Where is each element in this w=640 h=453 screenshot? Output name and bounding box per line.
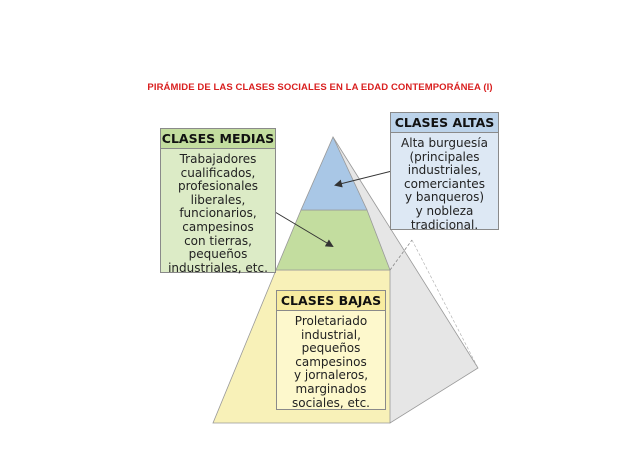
- box-bajas-header: CLASES BAJAS: [277, 291, 385, 311]
- box-bajas-body: Proletariado industrial, pequeños campes…: [277, 311, 385, 410]
- arrow-altas: [334, 170, 393, 188]
- medias-line: pequeños: [188, 247, 248, 262]
- box-medias-body: Trabajadores cualificados, profesionales…: [161, 149, 275, 275]
- diagram-title: PIRÁMIDE DE LAS CLASES SOCIALES EN LA ED…: [147, 82, 493, 93]
- altas-line: (principales: [409, 149, 480, 164]
- medias-line: liberales,: [190, 192, 246, 207]
- bajas-line: y jornaleros,: [293, 368, 369, 383]
- bajas-line: sociales, etc.: [292, 395, 370, 410]
- altas-line: y banqueros): [404, 190, 485, 205]
- medias-line: industriales, etc.: [168, 260, 268, 275]
- altas-line: y nobleza: [415, 203, 474, 218]
- box-clases-altas: CLASES ALTAS Alta burguesía (principales…: [390, 112, 499, 232]
- box-altas-body: Alta burguesía (principales industriales…: [391, 133, 498, 232]
- altas-line: Alta burguesía: [401, 136, 488, 150]
- box-medias-header: CLASES MEDIAS: [161, 129, 275, 149]
- medias-line: con tierras,: [184, 233, 252, 248]
- altas-line: industriales,: [407, 163, 482, 178]
- box-clases-medias: CLASES MEDIAS Trabajadores cualificados,…: [160, 128, 276, 275]
- box-clases-bajas: CLASES BAJAS Proletariado industrial, pe…: [276, 290, 386, 410]
- tier-top: [300, 136, 368, 211]
- bajas-line: campesinos: [295, 354, 367, 369]
- bajas-line: marginados: [295, 381, 367, 396]
- medias-line: cualificados,: [180, 165, 256, 180]
- medias-line: funcionarios,: [179, 206, 257, 221]
- bajas-line: industrial,: [301, 327, 361, 342]
- box-altas-header: CLASES ALTAS: [391, 113, 498, 133]
- bajas-line: Proletariado: [294, 314, 368, 328]
- arrow-medias: [274, 211, 334, 248]
- medias-line: profesionales: [177, 179, 259, 194]
- bajas-line: pequeños: [301, 341, 361, 356]
- medias-line: campesinos: [182, 219, 254, 234]
- medias-line: Trabajadores: [179, 152, 257, 166]
- altas-line: comerciantes: [404, 176, 485, 191]
- altas-line: tradicional.: [410, 217, 479, 232]
